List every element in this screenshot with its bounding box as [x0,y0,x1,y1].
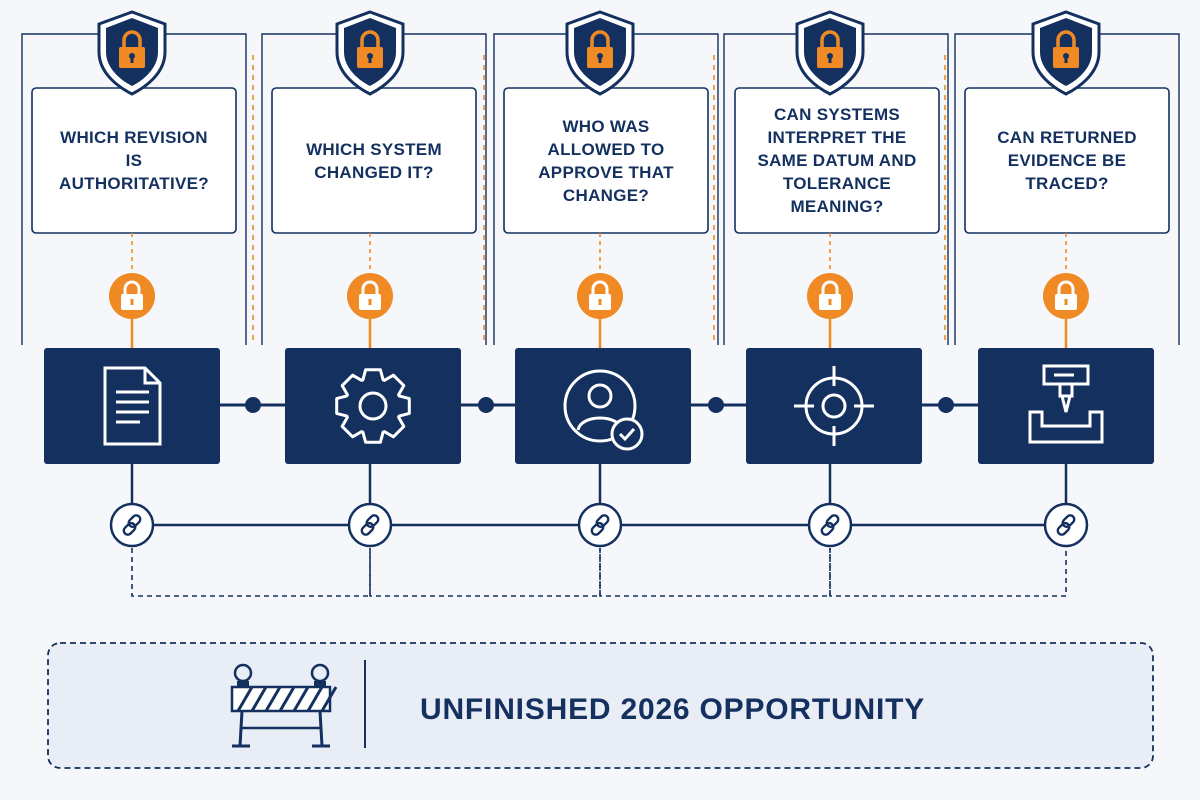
link-icon [109,502,155,548]
connector-dot [245,397,261,413]
link-icon [1043,502,1089,548]
connector-dot [478,397,494,413]
shield-lock-icon [97,10,167,96]
dashed-return-loop [829,548,1067,597]
stage-question: CAN RETURNED EVIDENCE BE TRACED? [997,128,1137,193]
connector-dot [708,397,724,413]
shield-lock-icon [1031,10,1101,96]
link-icon [807,502,853,548]
gear-icon [335,368,411,444]
shield-lock-icon [565,10,635,96]
user-approved-icon [563,369,644,451]
process-node [285,348,461,464]
shield-lock-icon [335,10,405,96]
stage-question: CAN SYSTEMS INTERPRET THE SAME DATUM AND… [757,105,917,216]
dashed-return-loop [131,548,371,597]
lock-icon [109,273,155,319]
stage-question: WHO WAS ALLOWED TO APPROVE THAT CHANGE? [538,116,674,205]
target-icon [794,366,874,446]
lock-icon [577,273,623,319]
lock-icon [807,273,853,319]
barrier-icon [230,663,338,748]
lock-icon [347,273,393,319]
dashed-return-loop [369,548,601,597]
stage-question: WHICH SYSTEM CHANGED IT? [306,139,442,182]
banner-label: UNFINISHED 2026 OPPORTUNITY [420,693,926,726]
link-icon [347,502,393,548]
shield-lock-icon [795,10,865,96]
dashed-return-loop [599,548,831,597]
process-node [44,348,220,464]
opportunity-banner [47,642,1154,769]
link-icon [577,502,623,548]
lock-icon [1043,273,1089,319]
cnc-machine-icon [1028,364,1104,444]
process-node [746,348,922,464]
connector-dot [938,397,954,413]
document-icon [103,366,162,446]
stage-question: WHICH REVISION IS AUTHORITATIVE? [59,128,209,193]
